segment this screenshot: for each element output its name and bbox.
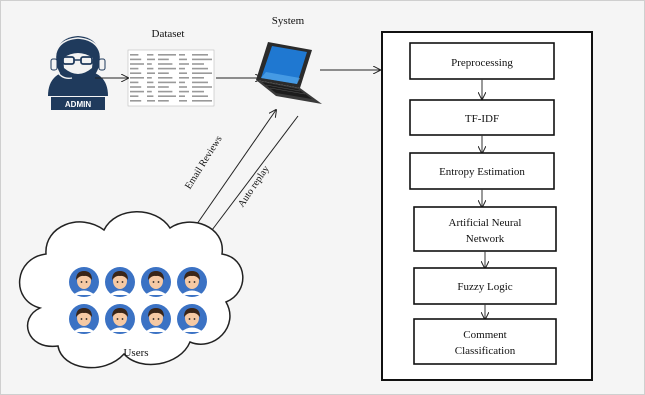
user-avatar-icon (105, 267, 135, 297)
pipeline-step-2: TF-IDF (409, 99, 555, 136)
pipeline-step-6: Comment Classification (413, 318, 557, 365)
pipeline-step-5-label: Fuzzy Logic (457, 281, 512, 293)
pipeline-step-2-label: TF-IDF (465, 113, 499, 125)
pipeline-step-6-label-line1: Comment (463, 329, 506, 341)
dataset-table-icon (127, 49, 215, 107)
user-avatar-icon (177, 304, 207, 334)
system-label: System (272, 15, 305, 27)
pipeline-step-1-label: Preprocessing (451, 57, 513, 69)
user-avatar-icon (141, 304, 171, 334)
pipeline-step-6-label-line2: Classification (455, 345, 516, 357)
pipeline-step-3: Entropy Estimation (409, 152, 555, 190)
users-grid (69, 267, 207, 334)
user-avatar-icon (177, 267, 207, 297)
user-avatar-icon (69, 304, 99, 334)
user-avatar-icon (105, 304, 135, 334)
auto-replay-arrow (206, 115, 299, 238)
laptop-icon (256, 42, 322, 104)
pipeline-step-1: Preprocessing (409, 42, 555, 80)
pipeline-step-4-label-line1: Artificial Neural (449, 217, 522, 229)
pipeline-step-5: Fuzzy Logic (413, 267, 557, 305)
users-label: Users (123, 347, 148, 359)
user-avatar-icon (141, 267, 171, 297)
user-avatar-icon (69, 267, 99, 297)
email-reviews-arrow (189, 110, 276, 235)
pipeline-step-4: Artificial Neural Network (413, 206, 557, 252)
pipeline-step-3-label: Entropy Estimation (439, 166, 525, 178)
dataset-label: Dataset (152, 28, 185, 40)
admin-badge-label: ADMIN (65, 100, 91, 109)
admin-icon: ADMIN (48, 36, 108, 110)
pipeline-step-4-label-line2: Network (466, 233, 505, 245)
